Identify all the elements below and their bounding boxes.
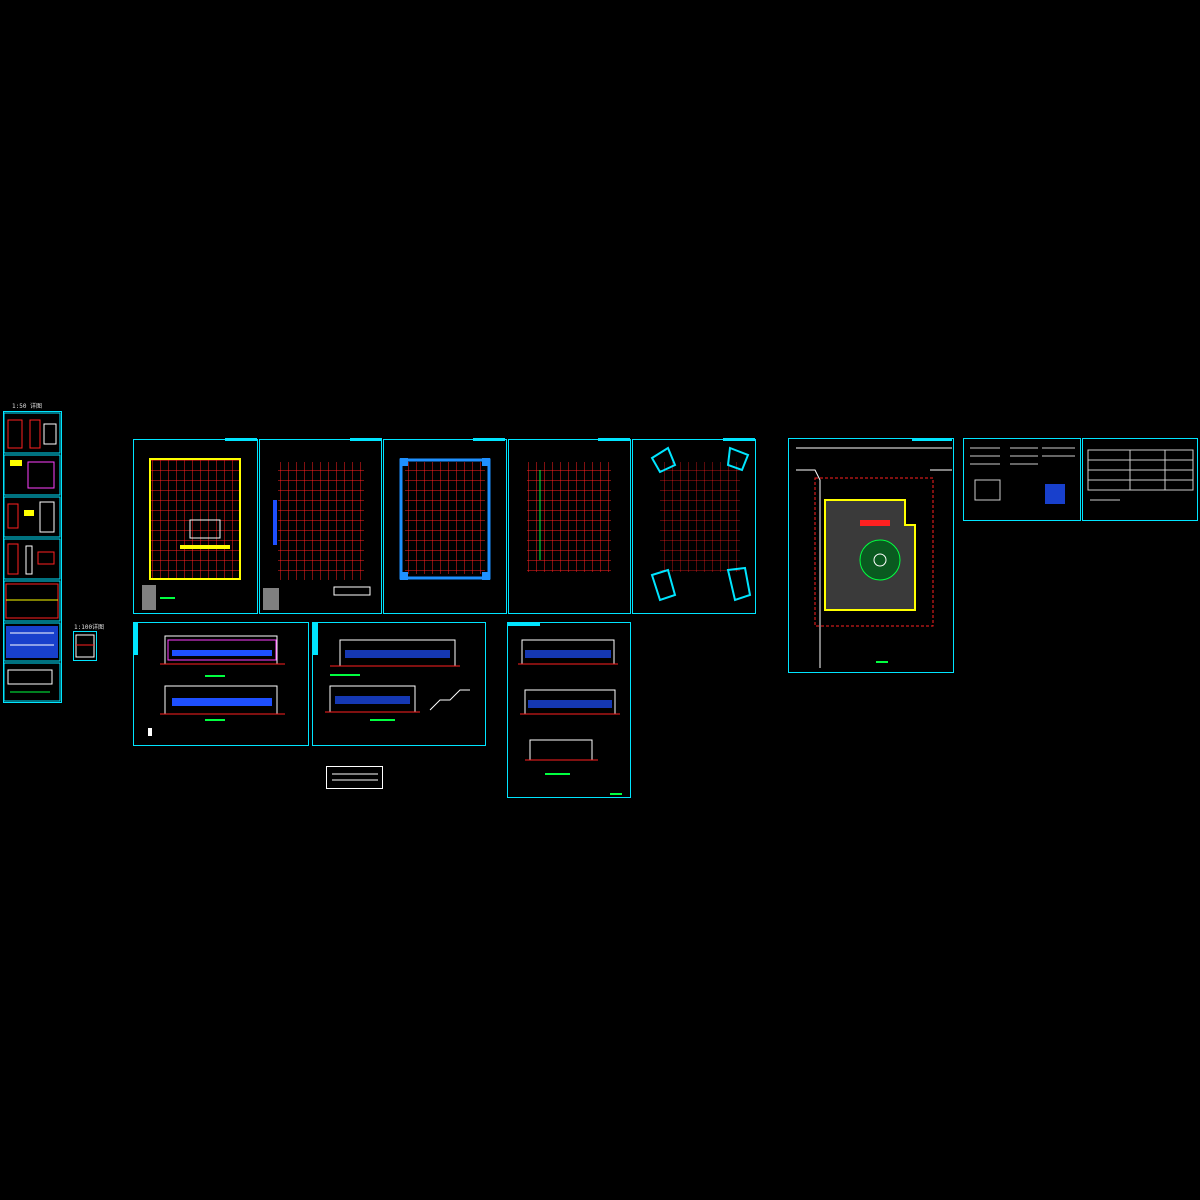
small-detail-content (75, 634, 95, 658)
sheet-title-tab (508, 623, 540, 626)
design-notes-sheet[interactable] (963, 438, 1081, 521)
floor-plan-5-drawing (650, 446, 752, 602)
elevation-sheet-b[interactable] (312, 622, 486, 746)
floor-plan-sheet-3[interactable] (383, 439, 507, 614)
sheet-title-tab (225, 438, 257, 441)
sheet-title-tab (133, 623, 138, 655)
notes-text-lines (970, 447, 1075, 504)
elevation-b-drawing (325, 639, 470, 721)
detail-strip-title: 1:50 详图 (12, 403, 43, 410)
legend-box-lines (332, 773, 378, 781)
floor-plan-4-drawing (527, 462, 611, 572)
sheet-title-tab (912, 438, 952, 441)
door-window-schedule-sheet[interactable] (1082, 438, 1198, 521)
sheet-title-tab (350, 438, 382, 441)
site-plan-drawing (796, 447, 952, 668)
floor-plan-sheet-2[interactable] (259, 439, 382, 614)
floor-plan-1-drawing (142, 458, 241, 610)
elevation-sheet-c[interactable] (507, 622, 631, 798)
small-detail-sheet[interactable] (73, 631, 97, 661)
sheet-title-tab (473, 438, 505, 441)
site-plan-sheet[interactable] (788, 438, 954, 673)
floor-plan-2-drawing (263, 462, 371, 610)
floor-plan-sheet-1[interactable] (133, 439, 258, 614)
floor-plan-sheet-4[interactable] (508, 439, 631, 614)
floor-plan-sheet-5[interactable] (632, 439, 756, 614)
sheet-title-tab (598, 438, 630, 441)
title-block-legend[interactable] (326, 766, 383, 789)
elevation-sheet-a[interactable] (133, 622, 309, 746)
elevation-a-drawing (148, 635, 285, 736)
small-detail-title: 1:100详图 (74, 624, 105, 631)
schedule-table-lines (1087, 449, 1194, 501)
detail-strip-panels (3, 412, 61, 702)
elevation-c-drawing (518, 639, 622, 795)
sheet-title-tab (313, 623, 318, 655)
sheet-title-tab (723, 438, 755, 441)
detail-strip-content (5, 419, 59, 693)
floor-plan-3-drawing (399, 458, 491, 580)
